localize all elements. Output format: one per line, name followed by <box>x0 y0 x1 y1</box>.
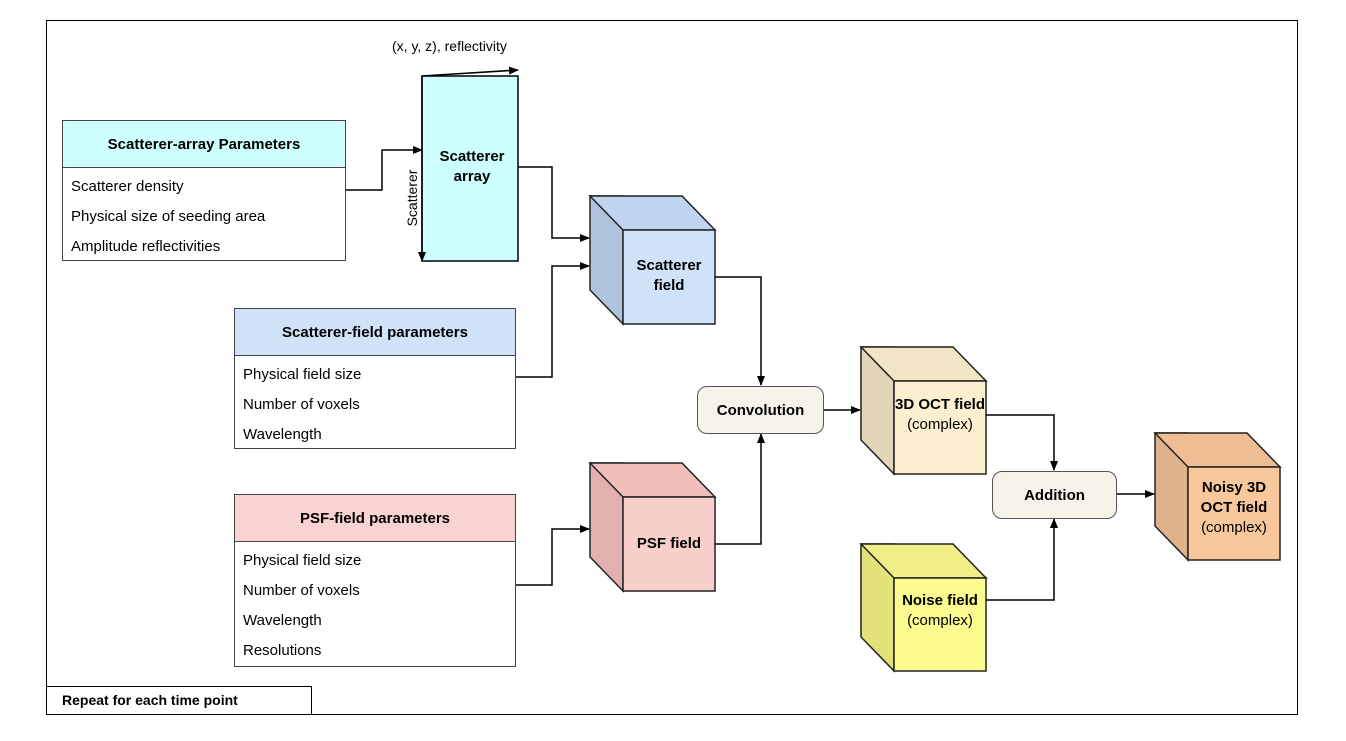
noisy-field-label: Noisy 3D OCT field (complex) <box>1188 478 1280 538</box>
noise-field-sub: (complex) <box>907 612 973 629</box>
noise-field-cube <box>859 543 988 673</box>
array-top-axis-label: (x, y, z), reflectivity <box>392 38 507 54</box>
noisy-field-cube <box>1153 432 1282 562</box>
convolution-box: Convolution <box>697 386 824 434</box>
wire-noise-to-add <box>986 518 1058 601</box>
noisy-field-sub: (complex) <box>1201 519 1267 536</box>
repeat-footer: Repeat for each time point <box>46 686 312 715</box>
scatterer-array-params-title: Scatterer-array Parameters <box>63 121 345 168</box>
oct-field-label: 3D OCT field (complex) <box>894 395 986 435</box>
noise-field-title: Noise field <box>902 592 978 609</box>
param-item: Physical size of seeding area <box>71 208 266 225</box>
param-item: Scatterer density <box>71 178 184 195</box>
param-item: Resolutions <box>243 642 322 659</box>
param-item: Physical field size <box>243 552 362 569</box>
scatterer-field-cube <box>588 195 717 326</box>
oct-field-sub: (complex) <box>907 416 973 433</box>
param-item: Physical field size <box>243 366 362 383</box>
array-top-axis <box>421 66 519 77</box>
wire-oct-to-add <box>986 414 1058 471</box>
scatterer-array-params-box: Scatterer-array Parameters Scatterer den… <box>62 120 346 261</box>
psf-field-label: PSF field <box>623 534 715 554</box>
psf-field-cube <box>588 462 717 593</box>
wire-field-to-conv <box>715 276 765 386</box>
psf-field-params-title: PSF-field parameters <box>235 495 515 542</box>
param-item: Number of voxels <box>243 582 360 599</box>
psf-field-title: PSF field <box>636 535 702 552</box>
scatterer-field-title: Scatterer field <box>636 257 702 294</box>
wire-params-to-array <box>346 146 423 191</box>
psf-field-params-box: PSF-field parameters Physical field size… <box>234 494 516 667</box>
scatterer-field-label: Scatterer field <box>623 256 715 296</box>
scatterer-array-box <box>421 75 519 262</box>
param-item: Wavelength <box>243 612 322 629</box>
wire-array-to-field <box>518 166 590 242</box>
wire-psf-to-conv <box>715 433 765 545</box>
param-item: Amplitude reflectivities <box>71 238 221 255</box>
scatterer-array-label: Scatterer array <box>439 148 505 185</box>
wire-psfparams-to-psf <box>516 525 590 586</box>
array-side-axis-label: Scatterer <box>404 169 420 227</box>
noise-field-label: Noise field (complex) <box>894 591 986 631</box>
param-item: Wavelength <box>243 426 322 443</box>
scatterer-field-params-title: Scatterer-field parameters <box>235 309 515 356</box>
noisy-field-title: Noisy 3D OCT field <box>1200 479 1268 516</box>
oct-field-cube <box>859 346 988 476</box>
wire-fieldparams-to-field <box>516 262 590 378</box>
param-item: Number of voxels <box>243 396 360 413</box>
addition-box: Addition <box>992 471 1117 519</box>
oct-field-title: 3D OCT field <box>894 396 985 413</box>
scatterer-field-params-box: Scatterer-field parameters Physical fiel… <box>234 308 516 449</box>
diagram-frame <box>46 20 1298 715</box>
